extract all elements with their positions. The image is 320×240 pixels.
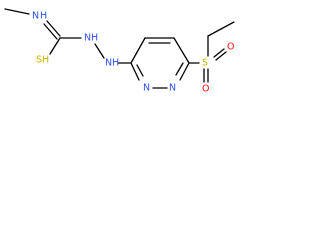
ring-bond-c6-n1: [179, 62, 190, 81]
ring-bond-n2-c3: [130, 62, 140, 81]
bond-s-o-top-a: [213, 48, 225, 58]
molecule-drawing: N H SH N H N H N N S O O: [4, 8, 235, 95]
atom-o-top: O: [227, 42, 234, 53]
atom-h-1: H: [91, 33, 98, 44]
structure-canvas: N H SH N H N H N N S O O: [0, 0, 255, 106]
ring-bond-c5-c6: [173, 37, 190, 64]
ring-bond-n2-c3-inner: [136, 64, 144, 77]
atom-n-ring-b: N: [169, 83, 176, 94]
bond-n-c-double-b: [43, 23, 58, 40]
bond-methyl-n: [4, 8, 30, 15]
atom-sh: SH: [36, 55, 49, 66]
atom-s-sulfonyl: S: [202, 58, 208, 69]
ring-bond-c6-n1-inner: [175, 62, 184, 76]
atom-nh-2: N: [105, 58, 112, 69]
atom-n-methyl: N: [32, 11, 39, 22]
ring-bond-c3-c4: [130, 37, 146, 64]
bond-nh-nh: [94, 43, 105, 59]
bond-ethyl: [207, 21, 235, 37]
atom-o-bottom: O: [202, 84, 209, 95]
atom-nh-1: N: [84, 33, 91, 44]
atom-h-2: H: [112, 58, 119, 69]
bond-s-o-top-b: [215, 51, 227, 61]
atom-n-ring-a: N: [143, 83, 150, 94]
bond-n-c-double-a: [46, 20, 61, 37]
bond-c-sh: [49, 37, 61, 55]
atom-h-methyl: H: [40, 11, 47, 22]
